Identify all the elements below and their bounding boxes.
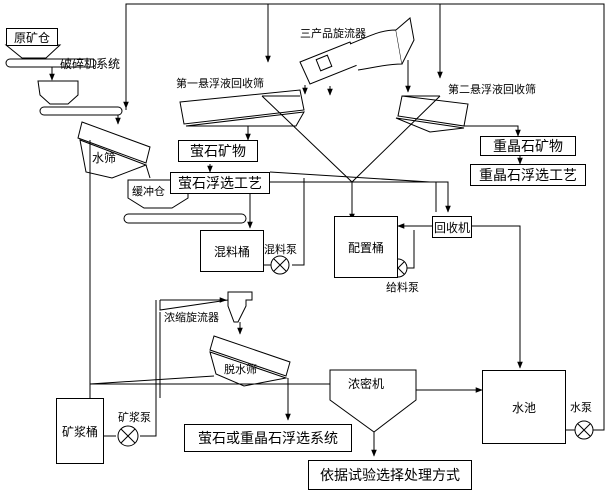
buffer-bin-label: 缓冲仓 (132, 185, 165, 198)
dewatering-screen-label: 脱水筛 (224, 363, 257, 376)
mixing-tank-box: 混料桶 (200, 230, 264, 272)
crusher-hopper (37, 80, 79, 105)
water-pool-box: 水池 (482, 370, 566, 444)
treatment-selection-box: 依据试验选择处理方式 (308, 460, 472, 490)
barite-flotation-box: 重晶石浮选工艺 (470, 164, 586, 186)
thickening-cyclone-label: 浓缩旋流器 (164, 311, 219, 324)
raw-ore-bin: 原矿仓 (6, 28, 58, 46)
conveyor-1 (5, 58, 97, 68)
first-screen-deck (179, 89, 305, 125)
conveyor-3 (123, 213, 247, 224)
thickening-cyclone-shape (227, 291, 253, 323)
slurry-tank-box: 矿浆桶 (56, 398, 104, 464)
thickener-shape (329, 369, 417, 433)
cyclone-label: 三产品旋流器 (300, 27, 366, 40)
first-screen-label: 第一悬浮液回收筛 (176, 77, 264, 90)
slurry-pump-label: 矿浆泵 (118, 411, 151, 424)
feed-pump-label: 给料泵 (386, 281, 419, 294)
fluorite-mineral-box: 萤石矿物 (178, 140, 258, 162)
water-screen-label: 水筛 (92, 151, 117, 165)
mixing-pump-label: 混料泵 (264, 243, 297, 256)
prep-tank-box: 配置桶 (334, 216, 398, 278)
flotation-system-box: 萤石或重晶石浮选系统 (184, 424, 352, 452)
recovery-machine-box: 回收机 (432, 216, 472, 238)
conveyor-2 (39, 106, 123, 116)
dewatering-screen-deck (209, 335, 291, 377)
fluorite-flotation-box: 萤石浮选工艺 (170, 172, 270, 194)
water-pump-label: 水泵 (570, 401, 592, 414)
water-screen-body (77, 121, 151, 164)
thickener-label: 浓密机 (348, 377, 385, 391)
second-screen-label: 第二悬浮液回收筛 (448, 83, 536, 96)
raw-ore-bin-hopper (4, 44, 62, 59)
crusher-system-label: 破碎机系统 (60, 57, 121, 71)
barite-mineral-box: 重晶石矿物 (480, 136, 576, 156)
